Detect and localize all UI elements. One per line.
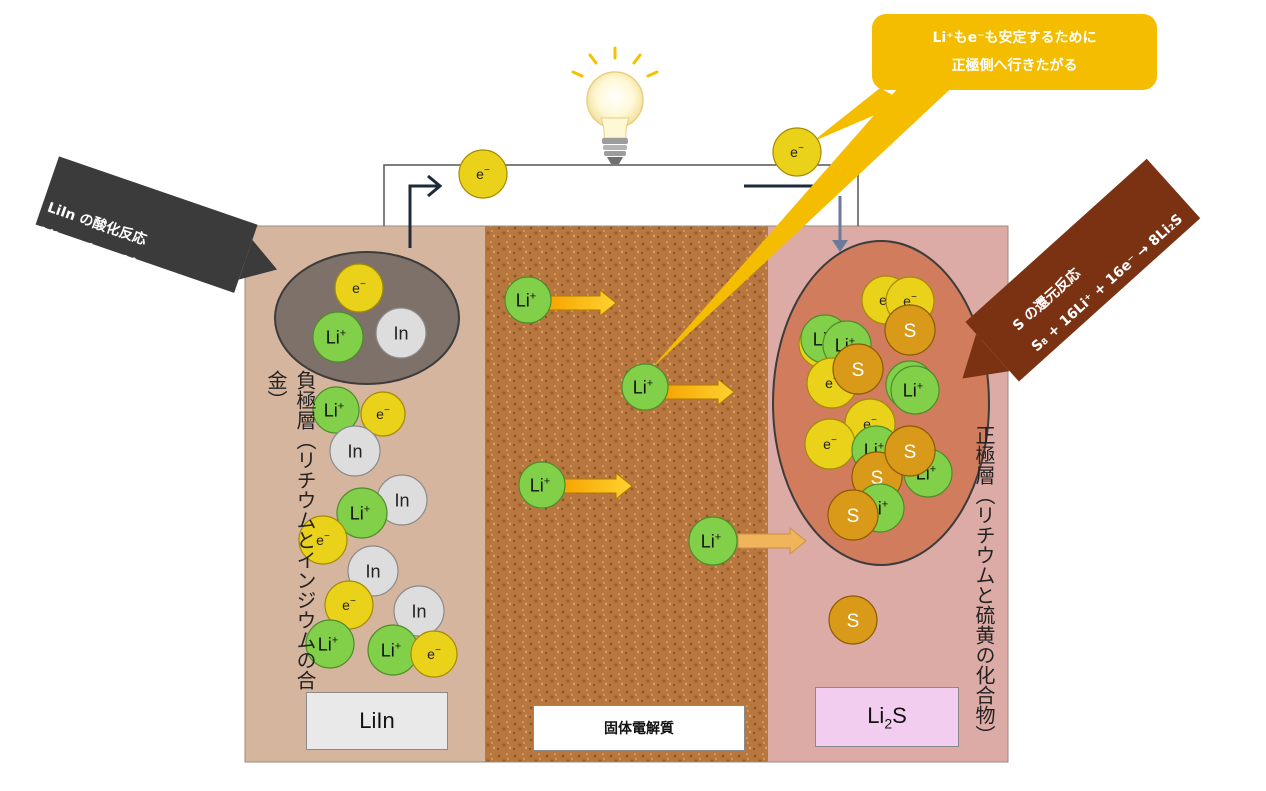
indium-atom: In <box>393 585 445 637</box>
indium-atom-label: In <box>347 441 362 461</box>
cathode-layer-caption: 正極層（リチウムと硫黄の化合物） <box>972 425 996 745</box>
lithium-ion: Li+ <box>305 619 355 669</box>
lithium-ion: Li+ <box>367 624 419 676</box>
sulfur-atom-label: S <box>852 360 865 381</box>
sulfur-atom: S <box>832 343 884 395</box>
anode-layer-caption: 負極層（リチウムとインジウムの合金） <box>264 370 317 690</box>
sulfur-atom: S <box>884 425 936 477</box>
stability-callout: Li⁺もe⁻も安定するために 正極側へ行きたがる <box>872 14 1157 90</box>
electron-flow-arrow-out <box>408 174 443 248</box>
sulfur-atom-label: S <box>904 321 917 342</box>
cathode-label-box: Li2S <box>815 687 959 747</box>
indium-atom-label: In <box>411 601 426 621</box>
lithium-ion: Li+ <box>890 365 940 415</box>
anode-label-box: LiIn <box>306 692 448 750</box>
sulfur-atom-label: S <box>847 611 860 632</box>
electron: e− <box>298 515 348 565</box>
sulfur-atom-label: S <box>904 442 917 463</box>
stability-callout-line1: Li⁺もe⁻も安定するために <box>932 30 1097 46</box>
callout-pointer-electron <box>812 88 905 142</box>
lithium-ion: Li+ <box>688 516 738 566</box>
cathode-label: Li2S <box>867 702 907 732</box>
callout-pointer <box>650 80 960 370</box>
lithium-ion: Li+ <box>621 363 669 411</box>
electrolyte-label: 固体電解質 <box>604 720 674 736</box>
lithium-ion: Li+ <box>504 276 552 324</box>
indium-atom: In <box>375 307 427 359</box>
lithium-ion: Li+ <box>312 386 360 434</box>
lightbulb-icon <box>571 46 659 164</box>
li-ion-migration-arrows <box>545 288 807 556</box>
stability-callout-line2: 正極側へ行きたがる <box>951 58 1078 74</box>
electron: e− <box>360 391 406 437</box>
electron: e− <box>334 263 384 313</box>
indium-atom-label: In <box>393 323 408 343</box>
indium-atom-label: In <box>365 561 380 581</box>
electron: e− <box>410 630 458 678</box>
external-circuit-wire <box>383 164 859 226</box>
electrolyte-label-box: 固体電解質 <box>533 705 745 751</box>
indium-atom: In <box>329 425 381 477</box>
electron: e− <box>804 418 856 470</box>
oxidation-callout-arrow <box>35 156 278 293</box>
sulfur-atom: S <box>828 595 878 645</box>
lithium-ion: Li+ <box>336 487 388 539</box>
lithium-ion: Li+ <box>518 461 566 509</box>
electron: e− <box>458 149 508 199</box>
sulfur-atom: S <box>827 489 879 541</box>
reduction-callout-arrow <box>962 158 1201 382</box>
lithium-ion: Li+ <box>312 311 364 363</box>
anode-label: LiIn <box>359 708 395 733</box>
sulfur-atom: S <box>884 304 936 356</box>
indium-atom-label: In <box>394 490 409 510</box>
sulfur-atom-label: S <box>847 506 860 527</box>
indium-atom: In <box>376 474 428 526</box>
electron: e− <box>772 127 822 177</box>
